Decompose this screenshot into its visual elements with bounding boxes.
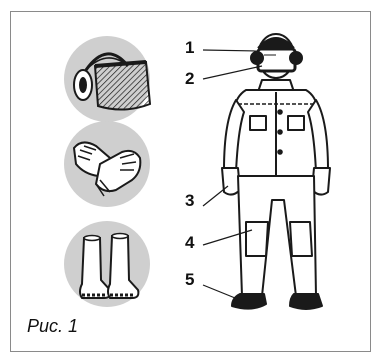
callout-2: 2 xyxy=(185,69,194,89)
rubber-boots-icon xyxy=(64,221,150,307)
worker-figure xyxy=(222,34,330,309)
leader-5 xyxy=(203,285,240,300)
protective-gloves-icon xyxy=(64,121,150,207)
callout-4: 4 xyxy=(185,233,194,253)
leader-3 xyxy=(203,186,228,206)
leader-1 xyxy=(203,50,258,51)
leader-2 xyxy=(203,66,262,79)
figure-caption: Рис. 1 xyxy=(27,316,78,337)
face-shield-with-earmuffs-icon xyxy=(64,36,150,122)
callout-3: 3 xyxy=(185,191,194,211)
callout-1: 1 xyxy=(185,38,194,58)
callout-5: 5 xyxy=(185,270,194,290)
worker-head-icon xyxy=(251,34,302,78)
